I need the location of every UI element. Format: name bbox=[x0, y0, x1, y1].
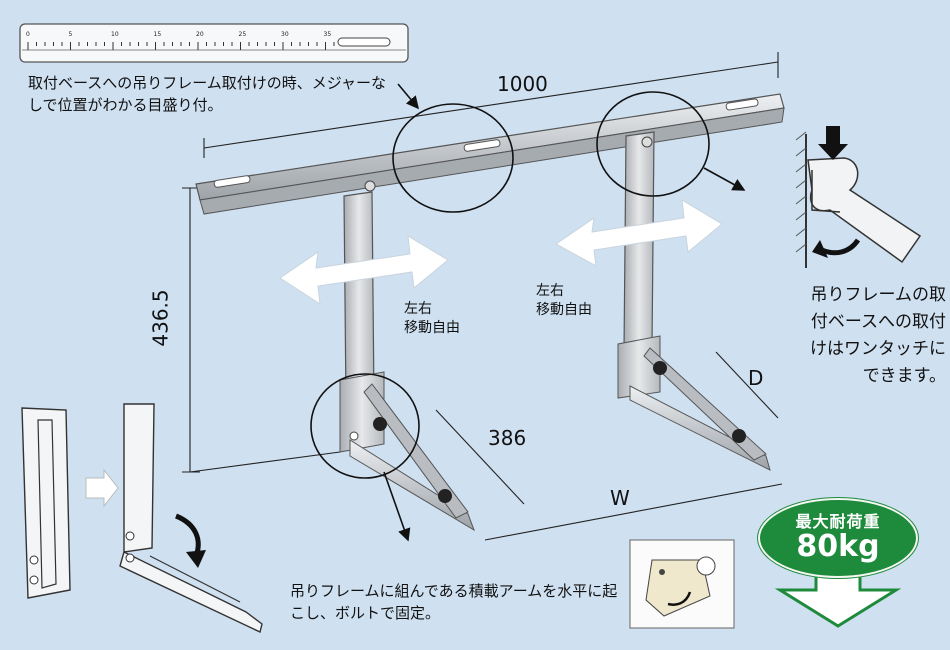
hanging-note: 吊りフレームの取付ベースへの取付けはワンタッチにできます。 bbox=[810, 285, 946, 386]
move-freely-right-label: 左右 移動自由 bbox=[536, 282, 616, 320]
move-label-line2: 移動自由 bbox=[404, 320, 460, 336]
badge-value: 80kg bbox=[796, 529, 880, 564]
scale-strip bbox=[19, 23, 409, 63]
bolt-detail bbox=[629, 539, 735, 629]
dimension-arm: 386 bbox=[488, 426, 527, 450]
dimension-span: W bbox=[610, 486, 630, 510]
scale-note: 取付ベースへの吊りフレーム取付けの時、メジャーなしで位置がわかる目盛り付。 bbox=[28, 74, 387, 114]
scale-tick-label: 15 bbox=[153, 31, 162, 38]
scale-tick-label: 5 bbox=[68, 31, 73, 38]
max-load-badge: 最大耐荷重 80kg bbox=[758, 498, 918, 578]
move-label-line1: 左右 bbox=[404, 301, 432, 317]
assembly-detail bbox=[21, 403, 263, 633]
move-label-line1: 左右 bbox=[536, 283, 564, 299]
right-hanging-frame bbox=[617, 131, 771, 471]
dimension-1000: 1000 bbox=[497, 72, 548, 96]
movement-arrows bbox=[279, 199, 723, 305]
badge-title: 最大耐荷重 bbox=[795, 512, 881, 531]
dimension-height: 436.5 bbox=[148, 289, 173, 347]
dimension-depth: D bbox=[748, 366, 764, 390]
scale-tick-label: 0 bbox=[26, 31, 30, 38]
scale-tick-label: 20 bbox=[196, 31, 204, 38]
scale-tick-label: 25 bbox=[238, 31, 247, 38]
move-freely-left-label: 左右 移動自由 bbox=[404, 300, 484, 338]
scale-tick-label: 30 bbox=[281, 31, 289, 38]
fixing-note: 吊りフレームに組んである積載アームを水平に起こし、ボルトで固定。 bbox=[290, 582, 618, 622]
detail-callouts bbox=[310, 83, 746, 542]
load-arrow bbox=[774, 572, 902, 628]
scale-tick-label: 35 bbox=[323, 31, 332, 38]
dimension-lines bbox=[182, 52, 783, 541]
left-hanging-frame bbox=[339, 180, 475, 532]
scale-tick-label: 10 bbox=[111, 31, 119, 38]
hook-detail bbox=[795, 126, 922, 268]
move-label-line2: 移動自由 bbox=[536, 302, 592, 318]
